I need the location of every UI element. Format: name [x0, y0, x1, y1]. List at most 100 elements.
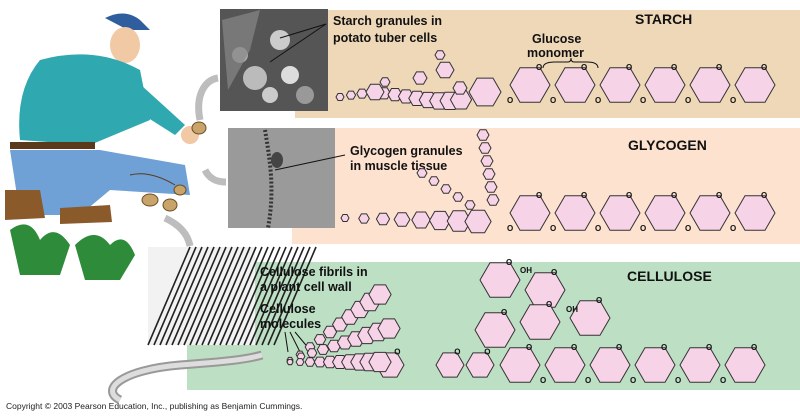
cellulose-title: CELLULOSE	[627, 268, 712, 284]
ring-oxygen: O	[706, 343, 712, 352]
fibril-line	[231, 246, 275, 346]
glucose-ring	[335, 93, 345, 101]
glucose-ring	[356, 88, 368, 99]
glucose-ring	[724, 347, 766, 383]
fibril-line	[153, 246, 197, 346]
glucose-ring	[644, 67, 686, 103]
glucose-ring	[316, 344, 330, 355]
glucose-ring	[412, 71, 428, 85]
glucose-ring	[326, 339, 342, 353]
glucose-ring	[524, 272, 566, 308]
glycosidic-oxygen: O	[540, 376, 546, 385]
hydroxyl-group: OH	[566, 305, 578, 314]
ring-oxygen: O	[671, 191, 677, 200]
glucose-ring	[365, 83, 385, 101]
ring-oxygen: O	[536, 63, 542, 72]
arrow-to-glycogen	[201, 168, 227, 186]
arrow-to-starch	[195, 74, 219, 121]
glycosidic-oxygen: O	[550, 224, 556, 233]
fibril-line	[171, 246, 215, 346]
ring-oxygen: O	[501, 308, 507, 317]
glucose-ring	[368, 351, 392, 373]
fibril-line	[243, 246, 287, 346]
glucose-ring	[304, 357, 316, 367]
glucose-ring	[306, 348, 318, 358]
svg-text:a plant cell wall: a plant cell wall	[260, 280, 352, 294]
fibril-line	[267, 246, 311, 346]
glucose-ring	[482, 168, 496, 180]
starch-micrograph	[220, 9, 328, 111]
ring-oxygen: O	[716, 63, 722, 72]
glucose-ring	[478, 142, 492, 154]
glucose-ring	[689, 195, 731, 231]
copyright-notice: Copyright © 2003 Pearson Education, Inc.…	[6, 401, 303, 411]
glucose-ring	[428, 210, 452, 231]
glucose-ring	[435, 352, 465, 378]
ring-oxygen: O	[661, 343, 667, 352]
glucose-ring	[340, 214, 350, 222]
glucose-ring	[286, 358, 294, 366]
fibril-line	[195, 246, 239, 346]
glucose-ring	[345, 90, 357, 100]
glycosidic-oxygen: O	[630, 376, 636, 385]
ring-oxygen: O	[484, 348, 490, 357]
fibril-line	[147, 246, 191, 346]
ring-oxygen: O	[616, 343, 622, 352]
glucose-ring	[464, 200, 476, 210]
glucose-ring	[479, 262, 521, 298]
svg-text:potato tuber cells: potato tuber cells	[333, 31, 437, 45]
glucose-ring	[440, 184, 452, 194]
glucose-ring	[544, 347, 586, 383]
ring-oxygen: O	[454, 348, 460, 357]
glycosidic-oxygen: O	[685, 224, 691, 233]
starch-title: STARCH	[635, 11, 692, 27]
glucose-ring	[464, 209, 492, 234]
glycosidic-oxygen: O	[730, 224, 736, 233]
glucose-ring	[554, 67, 596, 103]
glucose-ring	[644, 195, 686, 231]
glucose-ring	[499, 347, 541, 383]
fibril-line	[177, 246, 221, 346]
glucose-ring	[589, 347, 631, 383]
glucose-ring	[679, 347, 721, 383]
glucose-ring	[484, 181, 498, 193]
glucose-ring	[509, 67, 551, 103]
hydroxyl-group: OH	[520, 266, 532, 275]
glucose-ring	[734, 67, 776, 103]
glucose-ring	[519, 304, 561, 340]
glucose-ring	[449, 90, 473, 110]
fibril-line	[201, 246, 245, 346]
svg-text:Starch granules in: Starch granules in	[333, 14, 442, 28]
ring-oxygen: O	[506, 258, 512, 267]
glycosidic-oxygen: O	[730, 96, 736, 105]
glucose-ring	[375, 212, 391, 226]
fibril-line	[183, 246, 227, 346]
glucose-ring	[322, 355, 338, 369]
ring-oxygen: O	[394, 348, 400, 357]
glucose-ring	[734, 195, 776, 231]
glucose-ring	[599, 67, 641, 103]
ring-oxygen: O	[581, 191, 587, 200]
glucose-ring	[368, 284, 392, 305]
glucose-ring	[411, 211, 431, 229]
fibril-line	[207, 246, 251, 346]
glucose-ring	[480, 155, 494, 167]
glucose-ring	[428, 176, 440, 186]
glycosidic-oxygen: O	[720, 376, 726, 385]
ring-oxygen: O	[751, 343, 757, 352]
fibril-line	[159, 246, 203, 346]
fibril-line	[225, 246, 269, 346]
glycosidic-oxygen: O	[550, 96, 556, 105]
arrow-to-cellulose	[163, 214, 194, 247]
glycogen-title: GLYCOGEN	[628, 137, 707, 153]
svg-text:in muscle tissue: in muscle tissue	[350, 159, 447, 173]
farmer-illustration	[5, 13, 207, 280]
ring-oxygen: O	[761, 63, 767, 72]
ring-oxygen: O	[526, 343, 532, 352]
glycosidic-oxygen: O	[640, 224, 646, 233]
glucose-ring	[377, 318, 401, 339]
glucose-ring	[358, 213, 370, 224]
fibril-line	[165, 246, 209, 346]
glycosidic-oxygen: O	[640, 96, 646, 105]
ring-oxygen: O	[536, 191, 542, 200]
